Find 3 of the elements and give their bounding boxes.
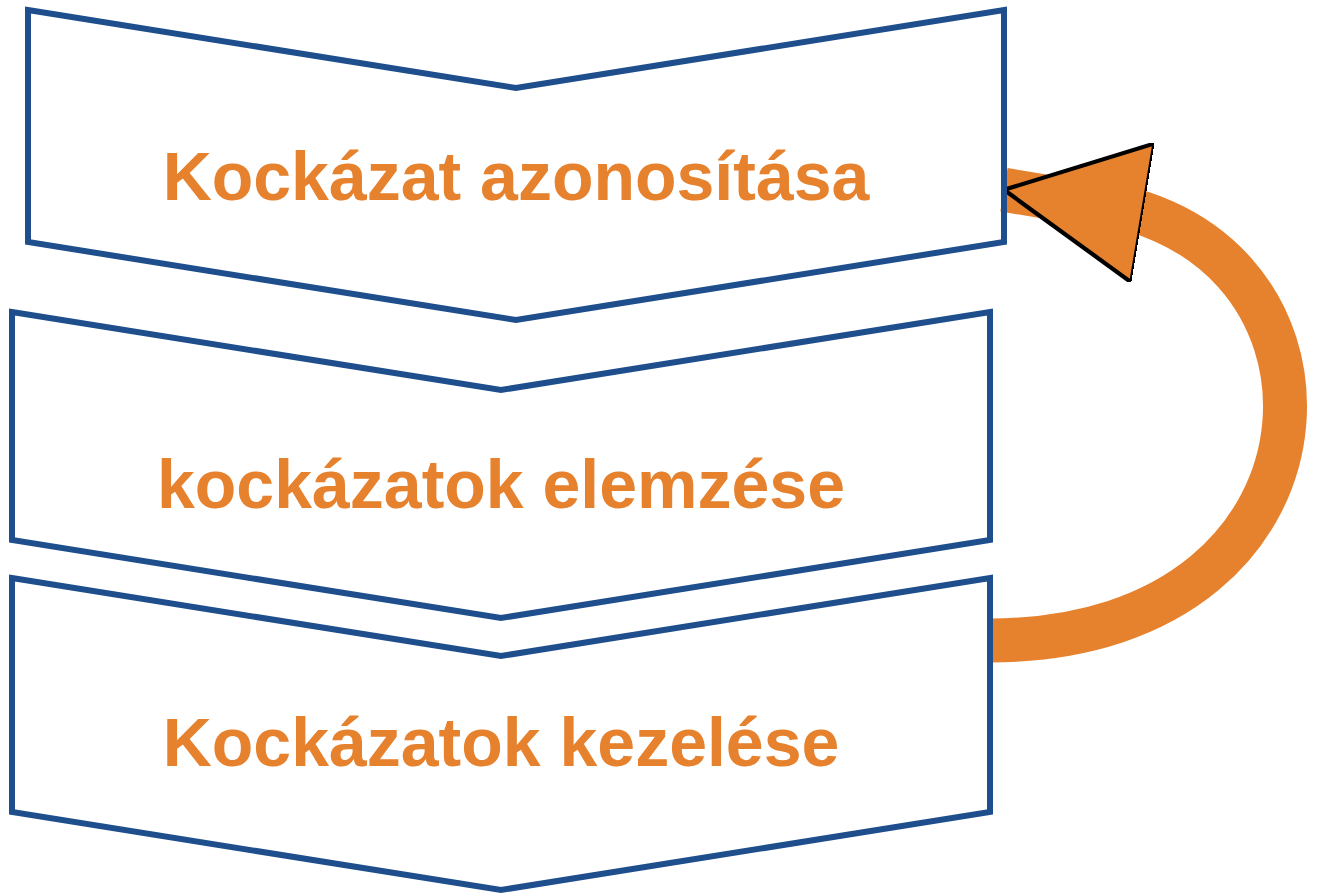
step-label: kockázatok elemzése (156, 445, 846, 524)
step-label: Kockázatok kezelése (161, 703, 841, 782)
step-label: Kockázat azonosítása (161, 137, 871, 216)
